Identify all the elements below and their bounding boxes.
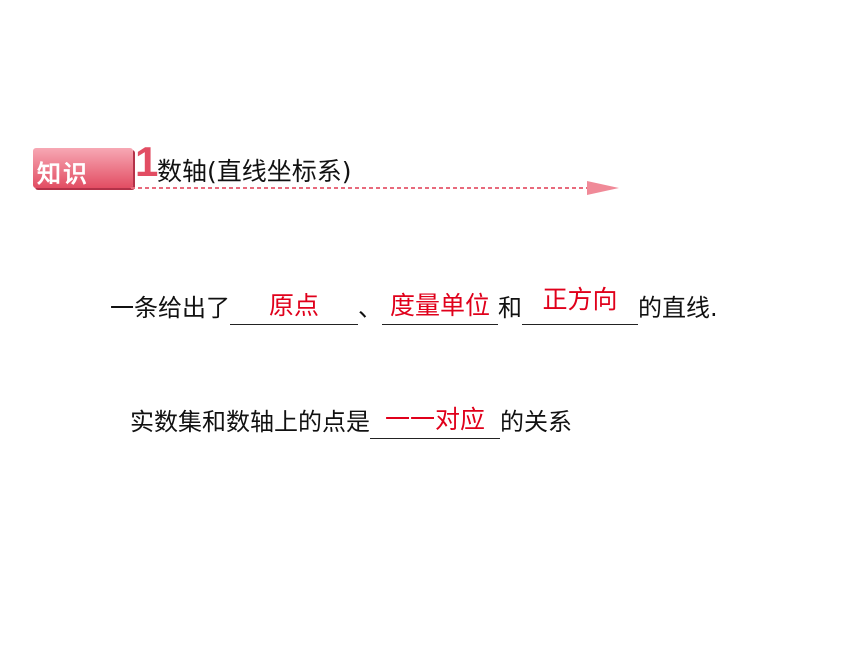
sentence1-sep1: 、 [358, 294, 382, 322]
sentence-one-to-one: 实数集和数轴上的点是 一一对应 的关系 [130, 404, 572, 439]
answer-origin: 原点 [268, 291, 319, 320]
sentence1-suffix: 的直线. [638, 294, 718, 322]
answer-unit-length: 度量单位 [389, 291, 490, 320]
blank-origin: 原点 [230, 290, 358, 325]
section-title: 数轴(直线坐标系) [157, 157, 352, 186]
sentence1-prefix: 一条给出了 [110, 294, 230, 322]
knowledge-badge: 知识 [33, 148, 133, 188]
blank-unit-length: 度量单位 [382, 290, 498, 325]
sentence2-prefix: 实数集和数轴上的点是 [130, 408, 370, 436]
blank-correspondence: 一一对应 [370, 404, 500, 439]
section-header: 知识 1 数轴(直线坐标系) [33, 138, 619, 200]
badge-label: 知识 [37, 160, 89, 188]
badge-number: 1 [135, 138, 159, 185]
sentence-number-line-definition: 一条给出了 原点 、 度量单位 和 正方向 的直线. [110, 285, 718, 325]
dashed-arrow-icon [131, 181, 619, 195]
answer-direction: 正方向 [542, 285, 618, 314]
sentence1-sep2: 和 [498, 294, 522, 322]
answer-correspondence: 一一对应 [384, 405, 485, 434]
blank-direction: 正方向 [522, 285, 638, 325]
sentence2-suffix: 的关系 [500, 408, 572, 436]
